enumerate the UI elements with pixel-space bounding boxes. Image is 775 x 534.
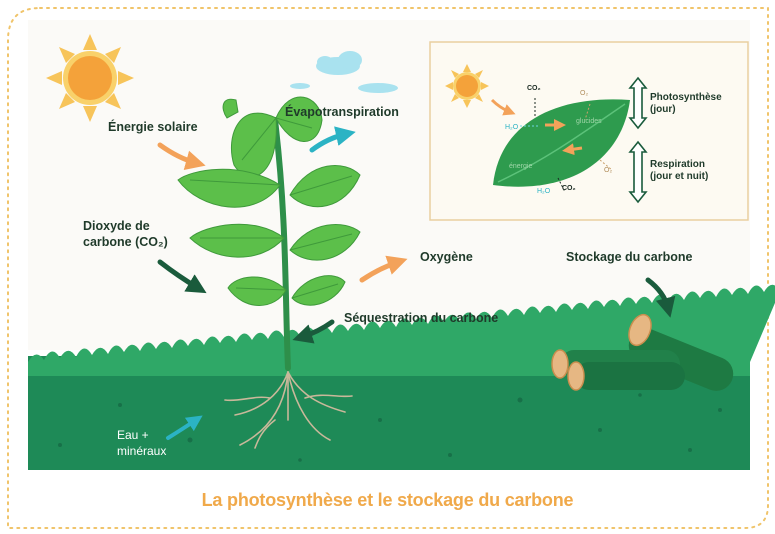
label-dioxyde-line2: carbone (CO₂) — [83, 235, 168, 249]
inset-co2-top: CO₂ — [527, 85, 541, 92]
roots — [224, 371, 353, 449]
label-dioxyde-line1: Dioxyde de — [83, 219, 150, 233]
inset-co2-bottom: CO₂ — [562, 185, 576, 192]
label-oxygene: Oxygène — [420, 250, 473, 264]
arrow-sequestration — [292, 319, 335, 344]
dotted-frame — [7, 7, 769, 529]
diagram-title: La photosynthèse et le stockage du carbo… — [201, 490, 574, 510]
label-sequestration: Séquestration du carbone — [344, 311, 499, 325]
label-eau-line2: minéraux — [117, 444, 167, 458]
cloud-icon — [290, 51, 398, 93]
leaf-icon — [493, 99, 630, 187]
arrow-co2 — [157, 259, 207, 294]
inset-o2-top: O₂ — [580, 90, 589, 97]
arrow-water — [166, 415, 203, 440]
inset-photosynthese-line1: Photosynthèse — [650, 92, 722, 103]
inset-respiration-line2: (jour et nuit) — [650, 171, 709, 182]
log-icon — [551, 313, 734, 391]
arrow-solar — [157, 142, 206, 170]
inset-respiration-line1: Respiration — [650, 159, 706, 170]
plant-icon — [177, 96, 361, 371]
inset-h2o-left: H₂O — [505, 124, 519, 131]
arrow-evapo — [309, 126, 356, 153]
inset-glucides: glucides — [576, 118, 602, 125]
arrow-oxygen — [359, 255, 408, 283]
inset-photosynthese-line2: (jour) — [650, 104, 676, 115]
label-energie-solaire: Énergie solaire — [108, 120, 198, 134]
inset-energie: énergie — [509, 163, 533, 170]
double-arrow-icon — [628, 76, 648, 204]
label-eau-line1: Eau + — [117, 428, 149, 442]
sun-icon — [46, 34, 134, 122]
inset-o2-right: O₂ — [604, 167, 613, 174]
label-evapotranspiration: Évapotranspiration — [285, 105, 399, 119]
plant-stem — [272, 117, 291, 371]
soil-specks — [58, 393, 722, 462]
arrow-stockage — [645, 277, 676, 318]
label-stockage: Stockage du carbone — [566, 250, 693, 264]
inset-sun-icon — [445, 64, 489, 108]
inset-h2o-bottom: H₂O — [537, 188, 551, 195]
